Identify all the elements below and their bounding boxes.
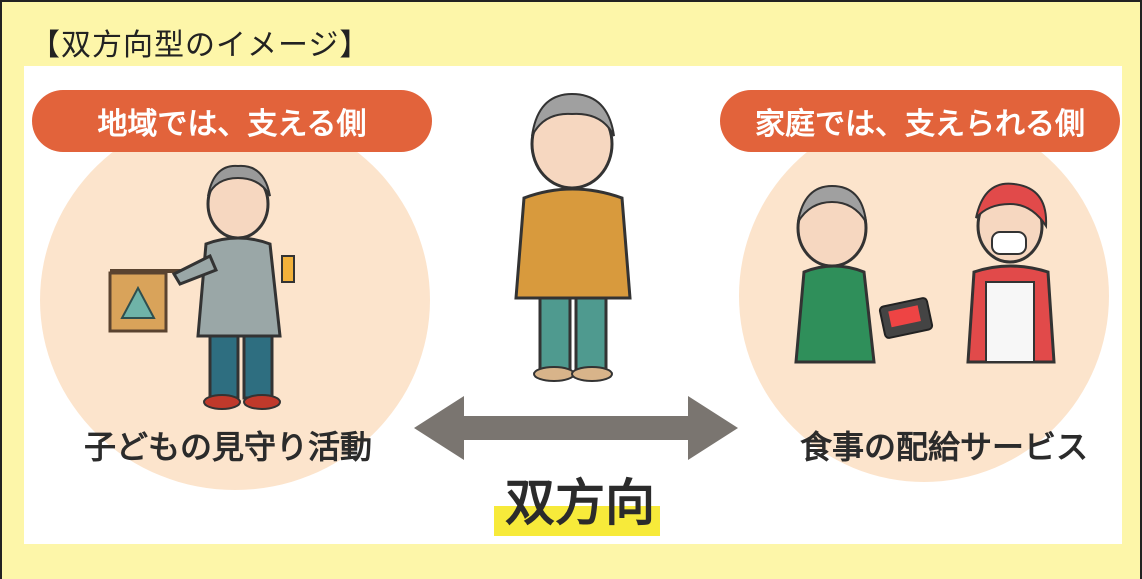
bidirectional-label: 双方向 [505,474,655,532]
illustration-panel: 地域では、支える側 家庭では、支えられる側 子どもの見守り活動 食事の配給サービ… [24,66,1122,544]
illustration-art [108,92,1056,460]
child-watch-activity-label: 子どもの見守り活動 [84,428,373,466]
elderly-person-center-illustration [514,92,632,382]
supporter-role-pill: 地域では、支える側 [32,90,432,152]
meal-delivery-service-label: 食事の配給サービス [800,428,1089,466]
center-word-highlight [494,506,660,536]
elderly-volunteer-with-flag-illustration [108,164,295,410]
supported-role-pill: 家庭では、支えられる側 [720,90,1120,152]
diagram-heading: 【双方向型のイメージ】 [30,28,371,63]
meal-delivery-illustration [794,182,1056,364]
bidirectional-arrow-icon [414,396,738,460]
